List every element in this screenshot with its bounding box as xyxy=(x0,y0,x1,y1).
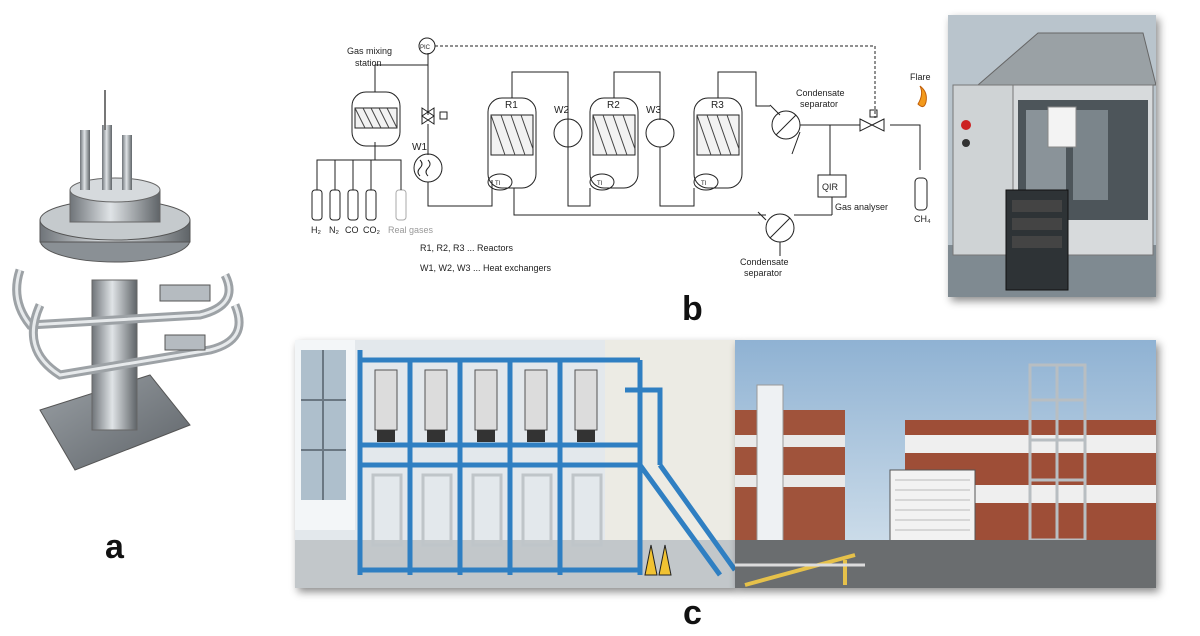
label-gas-co: CO xyxy=(345,225,359,235)
label-ti-1: TI xyxy=(495,181,501,187)
label-ch4: CH₄ xyxy=(914,214,931,224)
pilot-plant-indoor-photo xyxy=(295,340,735,588)
label-w1: W1 xyxy=(412,142,427,153)
label-real-gases: Real gases xyxy=(388,225,434,235)
label-r1: R1 xyxy=(505,100,518,111)
label-ti-2: TI xyxy=(597,181,603,187)
panel-label-a: a xyxy=(105,528,124,566)
gas-cylinders xyxy=(311,142,407,221)
label-gas-co2: CO₂ xyxy=(363,225,381,235)
reactor-photo xyxy=(12,90,244,471)
pilot-plant-outdoor-photo xyxy=(735,340,1156,588)
label-r2: R2 xyxy=(607,100,620,111)
label-condensate-separator-top-1: Condensate xyxy=(796,88,845,98)
label-w2: W2 xyxy=(554,105,569,116)
label-ti-3: TI xyxy=(701,181,707,187)
label-gas-n2: N₂ xyxy=(329,225,339,235)
label-condensate-separator-bottom-1: Condensate xyxy=(740,257,789,267)
label-condensate-separator-top-2: separator xyxy=(800,99,838,109)
label-gas-mixing-station-2: station xyxy=(355,58,382,68)
label-qir: QIR xyxy=(822,182,839,192)
label-gas-analyser: Gas analyser xyxy=(835,202,888,212)
label-gas-mixing-station-1: Gas mixing xyxy=(347,46,392,56)
label-gas-h2: H₂ xyxy=(311,225,321,235)
label-r3: R3 xyxy=(711,100,724,111)
panel-label-c: c xyxy=(683,594,702,632)
process-flow-diagram: Gas mixing station PIC W1 W2 W3 R1 R2 R3… xyxy=(311,37,931,278)
label-pic: PIC xyxy=(420,45,431,51)
legend-reactors: R1, R2, R3 ... Reactors xyxy=(420,243,514,253)
label-condensate-separator-bottom-2: separator xyxy=(744,268,782,278)
label-w3: W3 xyxy=(646,105,661,116)
label-flare: Flare xyxy=(910,72,931,82)
legend-heat-exchangers: W1, W2, W3 ... Heat exchangers xyxy=(420,263,552,273)
panel-label-b: b xyxy=(682,290,703,328)
test-rig-photo xyxy=(948,15,1156,297)
